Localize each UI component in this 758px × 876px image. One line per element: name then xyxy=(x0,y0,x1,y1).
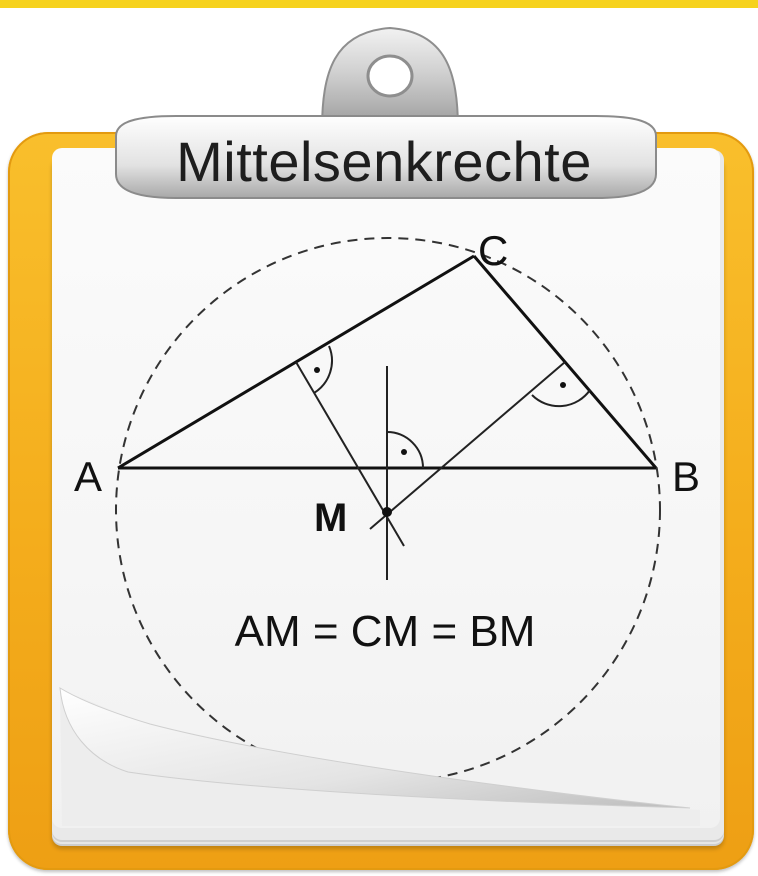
right-angle-icon xyxy=(531,389,591,408)
point-label-b: B xyxy=(672,453,701,500)
circumcenter-point xyxy=(382,507,392,517)
point-label-m: M xyxy=(314,496,348,540)
right-angle-dot xyxy=(314,367,320,373)
clip-icon xyxy=(96,12,672,202)
point-label-a: A xyxy=(74,453,103,500)
page-title: Mittelsenkrechte xyxy=(176,129,592,193)
right-angle-dot xyxy=(401,449,407,455)
right-angle-icon xyxy=(313,345,333,394)
right-angle-icon xyxy=(386,431,424,469)
bisector-bc xyxy=(369,361,566,530)
equation-text: AM = CM = BM xyxy=(234,607,536,656)
point-label-c: C xyxy=(478,227,509,274)
top-accent-strip xyxy=(0,0,758,8)
right-angle-dot xyxy=(560,382,566,388)
